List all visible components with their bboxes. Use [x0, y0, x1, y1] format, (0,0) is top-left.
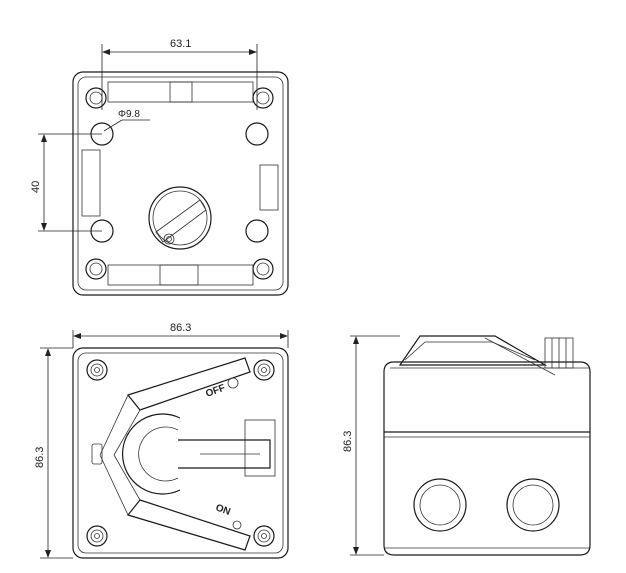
on-label: ON [214, 502, 232, 517]
side-height-dim: 86.3 [342, 431, 354, 452]
front-view: OFF ON 86.3 86.3 [34, 322, 289, 559]
front-width-dim: 86.3 [170, 322, 191, 334]
front-height-dim: 86.3 [34, 447, 46, 468]
off-label: OFF [204, 383, 227, 400]
hole-diameter-label: Φ9.8 [118, 109, 140, 120]
top-view: 63.1 Φ9.8 40 [30, 38, 289, 296]
spacing-dim: 40 [30, 181, 42, 193]
top-width-dim: 63.1 [170, 38, 191, 50]
side-view: 86.3 [342, 335, 591, 556]
